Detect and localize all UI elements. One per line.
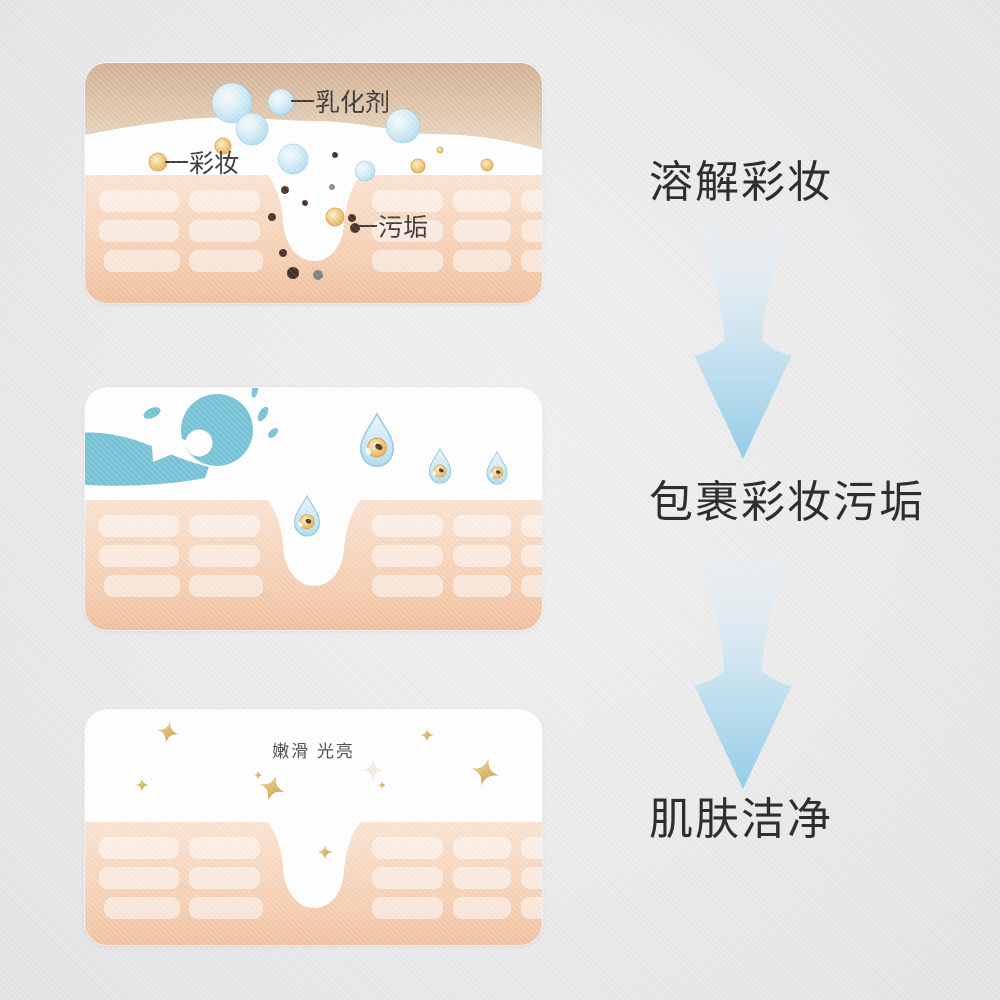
dirt-dot-icon bbox=[332, 152, 338, 158]
makeup-particle-icon bbox=[410, 158, 426, 174]
dirt-dot-icon bbox=[350, 223, 360, 233]
down-arrow-icon bbox=[694, 551, 792, 789]
makeup-particle-icon bbox=[436, 146, 444, 154]
dissolve-illustration bbox=[85, 63, 542, 303]
step-title-dissolve: 溶解彩妆 bbox=[649, 158, 833, 207]
makeup-particle-icon bbox=[480, 158, 494, 172]
makeup-label: 一彩妆 bbox=[164, 150, 240, 178]
dirt-dot-icon bbox=[287, 267, 299, 279]
emulsifier-label: 一乳化剂 bbox=[290, 89, 391, 117]
dirt-dots bbox=[268, 152, 360, 280]
sparkle-icon bbox=[253, 770, 263, 780]
step-title-clean: 肌肤洁净 bbox=[649, 795, 833, 844]
dirt-dot-icon bbox=[348, 214, 356, 222]
sparkle-icon bbox=[317, 844, 333, 860]
dirt-dot-icon bbox=[313, 270, 323, 280]
panel-clean-skin: 嫩滑 光亮 bbox=[85, 710, 542, 945]
step-title-wrap: 包裹彩妆污垢 bbox=[649, 478, 925, 527]
makeup-particle-icon bbox=[148, 152, 168, 172]
makeup-particle-icon bbox=[214, 137, 232, 155]
dirt-dot-icon bbox=[302, 200, 308, 206]
droplet-icon bbox=[360, 413, 394, 467]
bubble-icon bbox=[211, 82, 253, 124]
bubble-icon bbox=[235, 112, 269, 146]
panel-dissolve-makeup: 一乳化剂 一彩妆 一污垢 bbox=[85, 63, 542, 303]
dirt-dot-icon bbox=[281, 186, 289, 194]
sparkles bbox=[135, 718, 503, 860]
skin-layer bbox=[85, 822, 542, 945]
emulsifier-bubbles bbox=[211, 82, 421, 182]
droplet-icon bbox=[428, 448, 452, 484]
makeup-layer bbox=[85, 63, 542, 150]
dirt-label: 一污垢 bbox=[353, 214, 429, 242]
bubble-icon bbox=[277, 143, 309, 175]
bubble-icon bbox=[385, 108, 421, 144]
water-splash-icon bbox=[85, 388, 278, 486]
bubble-icon bbox=[354, 160, 376, 182]
droplet-icon bbox=[486, 451, 508, 485]
smooth-bright-caption: 嫩滑 光亮 bbox=[272, 742, 355, 761]
clean-illustration bbox=[85, 718, 542, 945]
dirt-dot-icon bbox=[268, 213, 276, 221]
makeup-particles bbox=[148, 137, 494, 227]
dirt-dot-icon bbox=[329, 184, 335, 190]
skin-layer bbox=[85, 175, 542, 303]
sparkle-icon bbox=[135, 778, 149, 792]
white-sparkle-icon bbox=[362, 759, 384, 781]
dirt-dot-icon bbox=[279, 249, 287, 257]
droplet-icon bbox=[294, 495, 320, 537]
bubble-icon bbox=[267, 88, 295, 116]
makeup-particle-icon bbox=[325, 207, 345, 227]
sparkle-icon bbox=[255, 771, 289, 805]
panel-wrap-dirt bbox=[85, 388, 542, 630]
wrap-illustration bbox=[85, 388, 542, 630]
down-arrow-icon bbox=[694, 221, 792, 459]
sparkle-icon bbox=[377, 780, 387, 790]
